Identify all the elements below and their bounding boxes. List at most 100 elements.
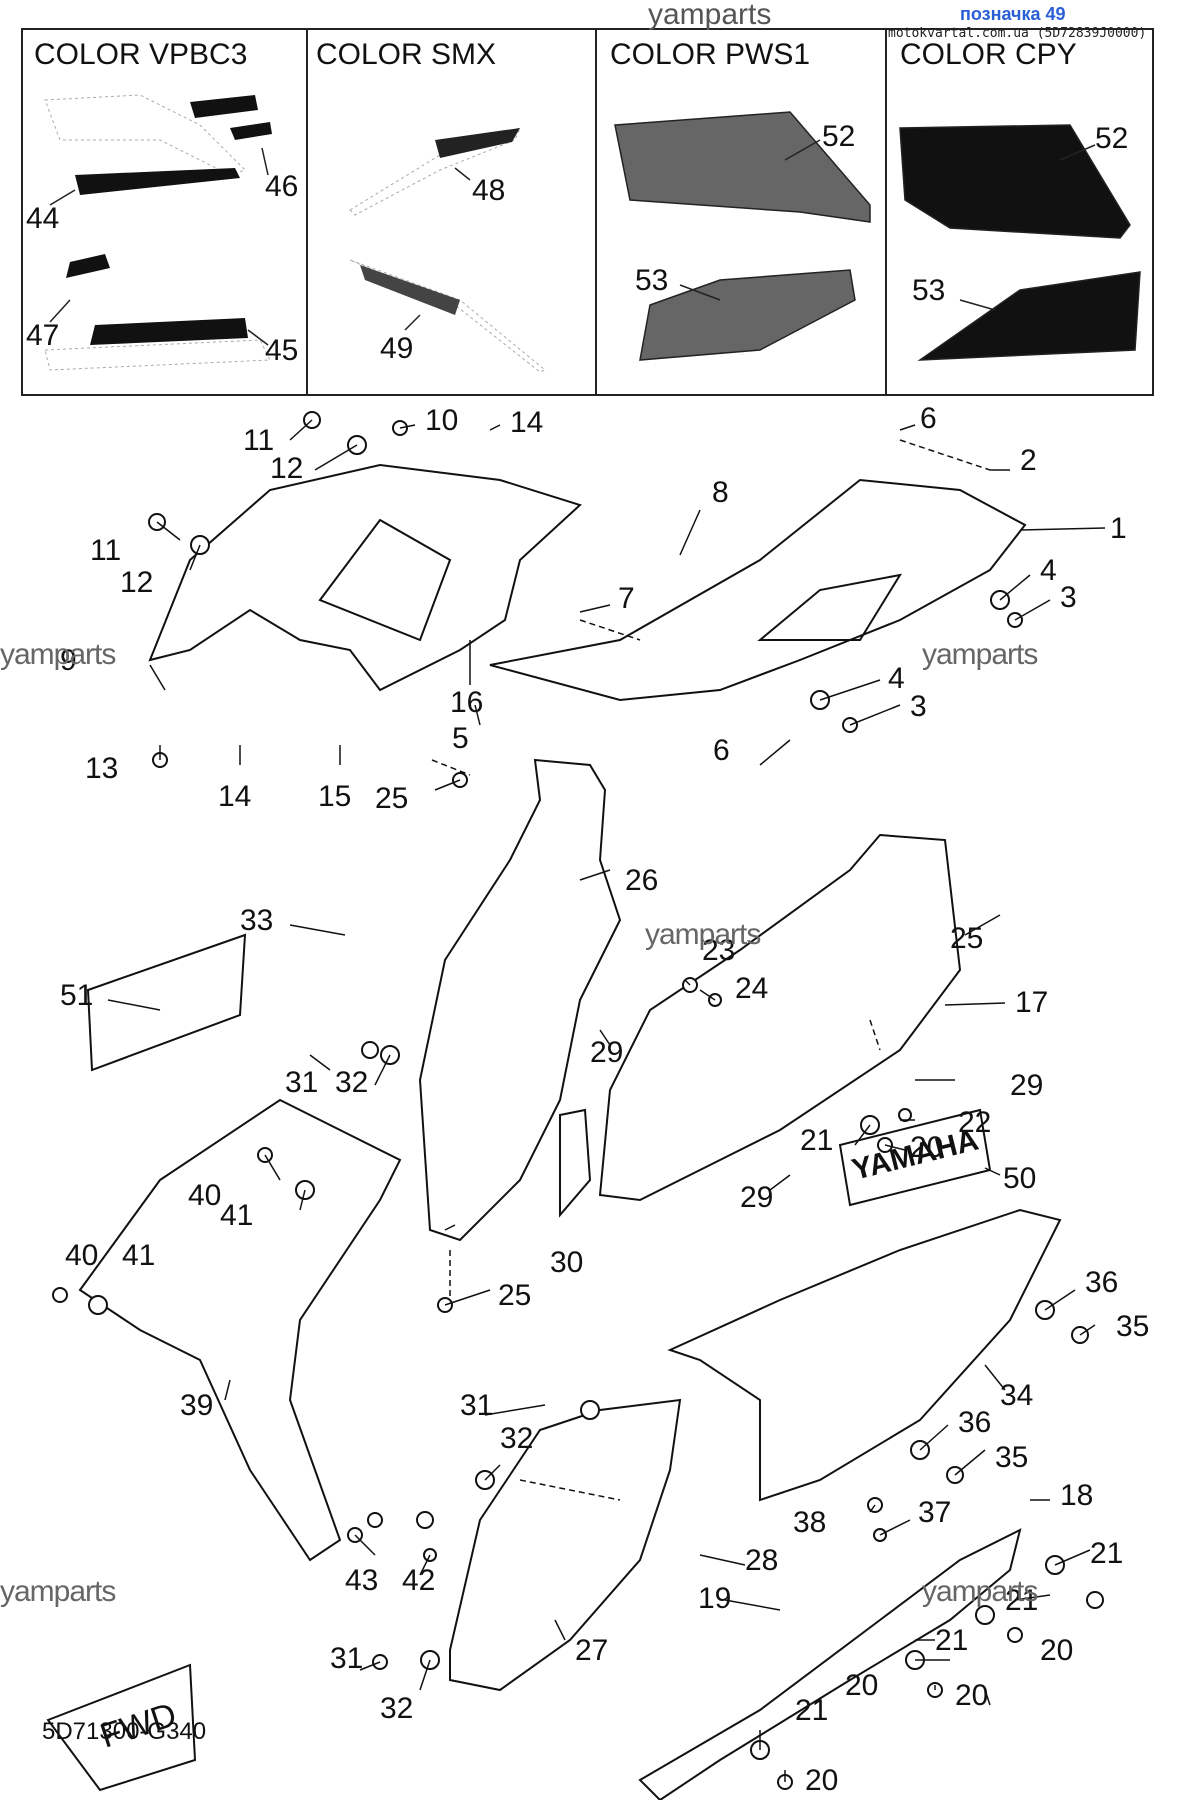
watermark: yamparts [0,1575,116,1608]
decal-set-pws1 [614,111,871,361]
part-num: 35 [1116,1310,1149,1343]
part-num: 36 [958,1406,991,1439]
part-num: 29 [1010,1069,1043,1102]
part-num: 18 [1060,1479,1093,1512]
part-num: 29 [590,1036,623,1069]
watermark: yamparts [0,638,116,671]
source-label: motokvartal.com.ua (5D72839J0000) [888,26,1147,41]
part-num: 22 [958,1106,991,1139]
under-cowl-18 [638,1528,1022,1802]
yamaha-decal: YAMAHA [838,1108,992,1207]
part-num: 32 [335,1066,368,1099]
part-num: 21 [935,1624,968,1657]
right-upper-fairing [489,478,1027,702]
part-num: 17 [1015,986,1048,1019]
part-num: 40 [188,1179,221,1212]
watermark: yamparts [922,638,1038,671]
part-num: 41 [220,1199,253,1232]
part-num: 12 [120,566,153,599]
part-num: 12 [270,452,303,485]
part-num: 36 [1085,1266,1118,1299]
part-num: 21 [1005,1584,1038,1617]
part-num: 20 [805,1764,838,1797]
panel-label-pws1: COLOR PWS1 [610,38,810,71]
part-num: 30 [550,1246,583,1279]
side-cover-34 [667,1208,1062,1502]
decal-set-cpy [899,124,1141,361]
part-num: 31 [460,1389,493,1422]
panel-label-cpy: COLOR CPY [900,38,1077,71]
fwd-decal: FWD [46,1663,197,1792]
part-num: 27 [575,1634,608,1667]
callout-52-pws1: 52 [822,120,855,153]
side-fairing-17 [598,833,962,1202]
part-num: 31 [285,1066,318,1099]
diagram-code: 5D71300-G340 [42,1718,207,1745]
decal-set-vpbc3 [44,94,272,371]
callout-49: 49 [380,332,413,365]
part-num: 3 [910,690,927,723]
part-num: 32 [500,1422,533,1455]
watermark-top: yamparts [648,0,772,31]
part-num: 21 [1090,1537,1123,1570]
part-num: 24 [735,972,768,1005]
callout-53-pws1: 53 [635,264,668,297]
part-num: 35 [995,1441,1028,1474]
leader-lines [107,419,1106,1782]
callout-44: 44 [26,202,59,235]
part-num: 33 [240,904,273,937]
callout-45: 45 [265,334,298,367]
part-num: 43 [345,1564,378,1597]
part-num: 34 [1000,1379,1033,1412]
part-num: 21 [800,1124,833,1157]
part-num: 50 [1003,1162,1036,1195]
part-num: 25 [498,1279,531,1312]
part-num: 7 [618,582,635,615]
part-num: 21 [795,1694,828,1727]
color-panel-frame [21,28,1154,396]
part-num: 25 [950,922,983,955]
part-callouts: 11 10 14 6 2 1 12 11 8 12 4 3 9 7 16 5 4… [60,402,1149,1797]
decal-51 [86,933,247,1072]
callout-53-cpy: 53 [912,274,945,307]
fairing-parts [78,463,1062,1802]
watermark: yamparts [645,918,761,951]
part-num: 51 [60,979,93,1012]
part-num: 4 [1040,554,1057,587]
panel-label-smx: COLOR SMX [316,38,496,71]
part-num: 14 [218,780,251,813]
part-num: 6 [920,402,937,435]
part-num: 14 [510,406,543,439]
callout-46: 46 [265,170,298,203]
part-num: 20 [910,1131,943,1164]
part-num: 10 [425,404,458,437]
callout-52-cpy: 52 [1095,122,1128,155]
part-num: 8 [712,476,729,509]
part-num: 11 [90,534,121,567]
under-cowl-27 [449,1398,682,1692]
part-num: 20 [1040,1634,1073,1667]
part-num: 28 [745,1544,778,1577]
left-upper-fairing [148,463,582,692]
part-num: 4 [888,662,905,695]
part-num: 42 [402,1564,435,1597]
part-num: 32 [380,1692,413,1725]
part-num: 23 [702,934,735,967]
inner-panel-26 [418,758,622,1242]
part-num: 31 [330,1642,363,1675]
callout-47: 47 [26,319,59,352]
part-num: 6 [713,734,730,767]
part-num: 13 [85,752,118,785]
part-num: 9 [60,644,77,677]
part-num: 16 [450,686,483,719]
reference-link[interactable]: позначка 49 [960,4,1066,24]
part-num: 5 [452,722,469,755]
part-num: 11 [243,424,274,457]
part-num: 39 [180,1389,213,1422]
decal-set-smx [349,127,546,373]
part-num: 38 [793,1506,826,1539]
fasteners [52,411,1104,1790]
part-num: 2 [1020,444,1037,477]
part-num: 26 [625,864,658,897]
